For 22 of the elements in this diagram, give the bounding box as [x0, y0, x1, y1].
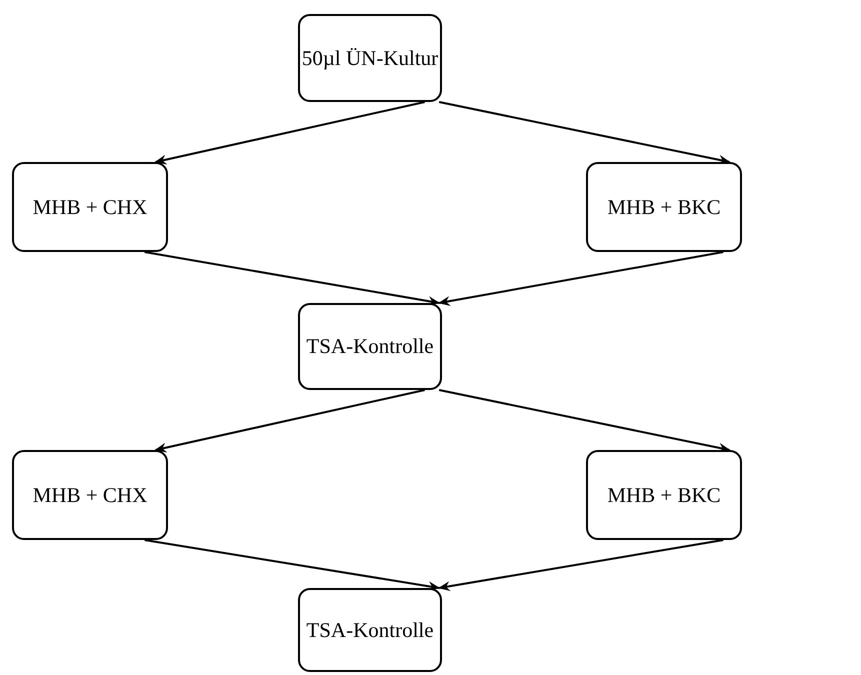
arrow: [144, 539, 440, 592]
process-box: [298, 14, 442, 102]
arrow: [438, 251, 724, 306]
process-box: [12, 450, 168, 540]
arrow: [438, 101, 730, 165]
arrow: [144, 251, 440, 306]
box-label: TSA-Kontrolle: [306, 333, 434, 360]
process-box: [586, 450, 742, 540]
process-box: [298, 588, 442, 672]
arrow: [438, 539, 724, 592]
process-box: [12, 162, 168, 252]
box-label: MHB + CHX: [32, 194, 148, 220]
box-label: MHB + BKC: [607, 482, 721, 508]
arrow: [154, 389, 425, 452]
process-box: [586, 162, 742, 252]
arrow: [438, 389, 730, 453]
box-label: 50µl ÜN-Kultur: [302, 44, 438, 72]
box-label: MHB + CHX: [32, 482, 148, 508]
box-label: MHB + BKC: [607, 194, 721, 220]
arrow: [154, 101, 425, 164]
process-box: [298, 303, 442, 390]
box-label: TSA-Kontrolle: [306, 616, 434, 644]
